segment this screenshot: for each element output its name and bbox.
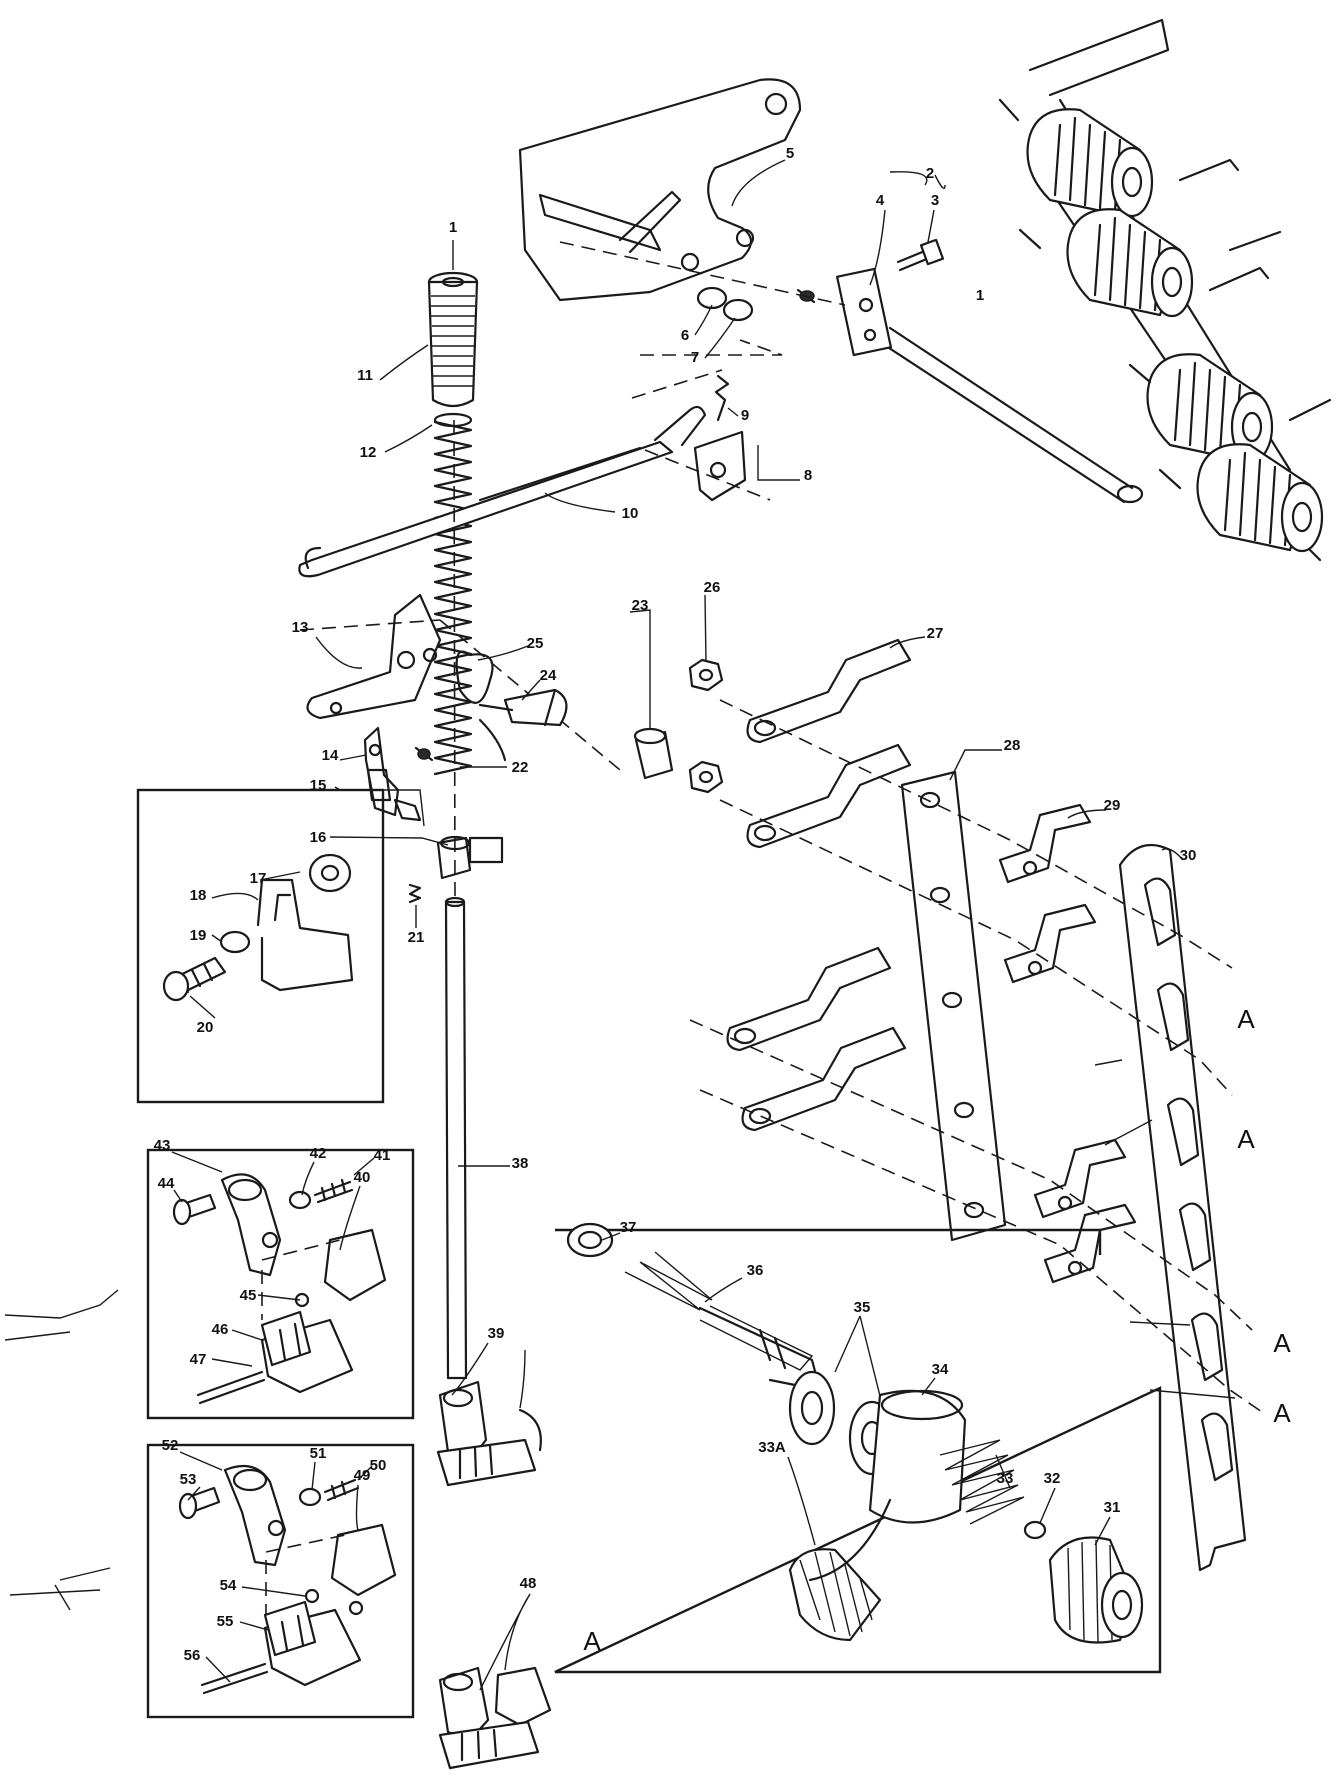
part-label-5: 5: [786, 145, 794, 162]
part-label-24: 24: [540, 667, 557, 684]
line-art: [4, 18, 1332, 1770]
pressure-knob-drawing: [427, 271, 479, 408]
rings-drawing: [640, 286, 783, 356]
foot-2-drawing: [178, 1464, 397, 1695]
part-label-16: 16: [310, 829, 327, 846]
knob-4-drawing: [1196, 443, 1324, 553]
connector-letter-4: A: [1273, 1398, 1291, 1428]
part-label-19: 19: [190, 927, 207, 944]
part-label-8: 8: [804, 467, 812, 484]
knob-2-drawing: [1066, 208, 1194, 318]
guide-drawing: [162, 853, 354, 1002]
s-brackets-drawing: [726, 638, 912, 1132]
detail-box-foot-2: [146, 1443, 415, 1719]
part-label-43: 43: [154, 1137, 171, 1154]
shaft-assembly-drawing: [559, 238, 1144, 504]
nuts-drawing: [633, 658, 724, 794]
part-label-30: 30: [1180, 847, 1197, 864]
alignment-lines: [689, 699, 1263, 1413]
margin-marks: [4, 1289, 119, 1611]
needle-bar-drawing: [408, 419, 504, 1380]
part-label-42: 42: [310, 1145, 327, 1162]
part-label-47: 47: [190, 1351, 207, 1368]
detail-box-knob: [554, 1228, 1162, 1674]
pressure-spring-drawing: [433, 412, 473, 776]
detail-letter: A: [583, 1626, 601, 1656]
part-label-13: 13: [292, 619, 309, 636]
lever-drawing: [298, 405, 707, 578]
part-label-22: 22: [512, 759, 529, 776]
part-label-15: 15: [310, 777, 327, 794]
part-label-37: 37: [620, 1219, 637, 1236]
part-label-29: 29: [1104, 797, 1121, 814]
part-label-56: 56: [184, 1647, 201, 1664]
part-label-40: 40: [354, 1169, 371, 1186]
part-label-35: 35: [854, 1299, 871, 1316]
part-labels: 1123456789101112131415161718192021222324…: [154, 145, 1292, 1664]
part-label-27: 27: [927, 625, 944, 642]
part-label-36: 36: [747, 1262, 764, 1279]
part-label-41: 41: [374, 1147, 391, 1164]
part-label-51: 51: [310, 1445, 327, 1462]
part-label-18: 18: [190, 887, 207, 904]
part-label-4: 4: [876, 192, 885, 209]
bracket-plate-drawing: [518, 78, 802, 302]
knob-3-drawing: [1146, 353, 1274, 463]
connector-letter-2: A: [1237, 1124, 1255, 1154]
part-label-7: 7: [691, 349, 699, 366]
part-label-33a: 33A: [758, 1439, 786, 1456]
part-label-26: 26: [704, 579, 721, 596]
part-label-21: 21: [408, 929, 425, 946]
part-label-17: 17: [250, 870, 267, 887]
part-label-55: 55: [217, 1613, 234, 1630]
detail-box-guide: [136, 788, 385, 1104]
mounting-strip-drawing: [900, 770, 1007, 1242]
part-label-50: 50: [370, 1457, 387, 1474]
connector-letter-3: A: [1273, 1328, 1291, 1358]
part-label-14: 14: [322, 747, 339, 764]
part-label-45: 45: [240, 1287, 257, 1304]
part-label-52: 52: [162, 1437, 179, 1454]
part-label-20: 20: [197, 1019, 214, 1036]
part-label-39: 39: [488, 1325, 505, 1342]
leader-lines: [171, 159, 1236, 1691]
part-label-32: 32: [1044, 1470, 1061, 1487]
part-label-38: 38: [512, 1155, 529, 1172]
part-label-46: 46: [212, 1321, 229, 1338]
foot-1-drawing: [172, 1173, 387, 1405]
slotted-strip-drawing: [1118, 843, 1247, 1572]
part-label-2: 2: [926, 165, 934, 182]
part-label-12: 12: [360, 444, 377, 461]
foot-48-drawing: [438, 1666, 552, 1770]
part-label-9: 9: [741, 407, 749, 424]
knob-1-drawing: [1026, 108, 1154, 218]
small-brackets-drawing: [998, 803, 1137, 1284]
part-label-49: 49: [354, 1467, 371, 1484]
part-label-10: 10: [622, 505, 639, 522]
part-label-31: 31: [1104, 1499, 1121, 1516]
detail-box-foot-1: [146, 1148, 415, 1420]
part-label-25: 25: [527, 635, 544, 652]
connector-letter-1: A: [1237, 1004, 1255, 1034]
clamp-drawing: [631, 369, 771, 502]
part-label-44: 44: [158, 1175, 175, 1192]
presser-lifter-drawing: [299, 593, 621, 822]
part-label-33: 33: [997, 1470, 1014, 1487]
part-label-6: 6: [681, 327, 689, 344]
knob-detail-drawing: [566, 1222, 1144, 1644]
part-label-34: 34: [932, 1361, 949, 1378]
part-label-48: 48: [520, 1575, 537, 1592]
part-label-54: 54: [220, 1577, 237, 1594]
presser-foot-drawing: [436, 1380, 542, 1487]
part-label-28: 28: [1004, 737, 1021, 754]
knob-bank-drawing: [998, 18, 1332, 562]
part-label-1-2: 1: [976, 287, 984, 304]
part-label-53: 53: [180, 1471, 197, 1488]
part-label-23: 23: [632, 597, 649, 614]
part-label-1: 1: [449, 219, 457, 236]
part-label-11: 11: [357, 367, 373, 384]
part-label-3: 3: [931, 192, 939, 209]
